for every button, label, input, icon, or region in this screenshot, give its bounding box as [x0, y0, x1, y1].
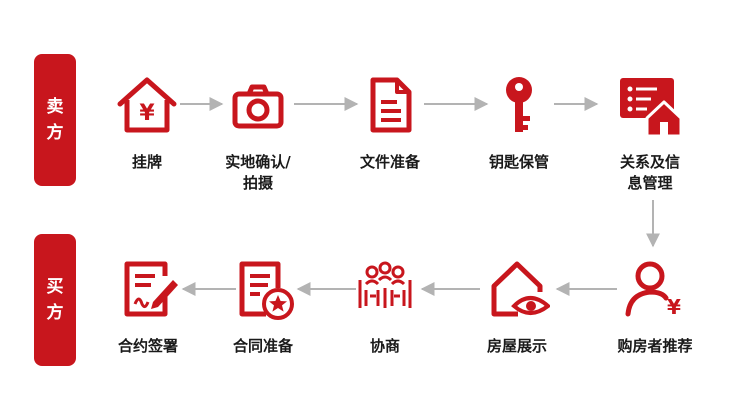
buyer-tab-char-1: 买 — [46, 277, 64, 297]
buyer-tab: 买 方 — [34, 234, 76, 366]
house-eye-icon — [491, 261, 550, 317]
step-house-showing: 房屋展示 — [462, 256, 572, 357]
step-label: 文件准备 — [359, 153, 420, 171]
step-label: 合约签署 — [117, 337, 178, 355]
step-relation-info: 关系及信 息管理 — [595, 72, 705, 194]
step-contract-prep: 合同准备 — [208, 256, 318, 357]
step-label: 购房者推荐 — [617, 337, 693, 355]
camera-icon — [232, 84, 284, 129]
seller-tab-char-1: 卖 — [46, 97, 64, 117]
contract-star-icon — [239, 261, 294, 320]
step-buyer-referral: ¥ 购房者推荐 — [600, 256, 710, 357]
house-yen-icon: ¥ — [117, 77, 177, 133]
seller-tab-char-2: 方 — [46, 123, 64, 143]
svg-text:¥: ¥ — [139, 101, 155, 126]
step-label: 协商 — [369, 337, 400, 355]
step-site-check: 实地确认/ 拍摄 — [203, 72, 313, 194]
buyer-yen-icon: ¥ — [625, 261, 681, 319]
step-contract-sign: 合约签署 — [93, 256, 203, 357]
step-label: 实地确认/ 拍摄 — [225, 153, 291, 192]
step-label: 关系及信 息管理 — [619, 153, 680, 192]
svg-text:¥: ¥ — [667, 295, 681, 319]
buyer-tab-char-2: 方 — [46, 303, 64, 323]
seller-tab: 卖 方 — [34, 54, 76, 186]
step-negotiation: 协商 — [330, 256, 440, 357]
step-label: 钥匙保管 — [488, 153, 549, 171]
contract-sign-icon — [124, 261, 178, 317]
key-icon — [506, 77, 532, 132]
step-documents: 文件准备 — [335, 72, 445, 173]
document-icon — [370, 77, 412, 133]
meeting-icon — [358, 261, 412, 308]
step-listing: ¥ 挂牌 — [92, 72, 202, 173]
info-house-icon — [620, 78, 683, 138]
step-key-custody: 钥匙保管 — [464, 72, 574, 173]
step-label: 房屋展示 — [486, 337, 547, 355]
step-label: 挂牌 — [131, 153, 162, 171]
step-label: 合同准备 — [232, 337, 293, 355]
